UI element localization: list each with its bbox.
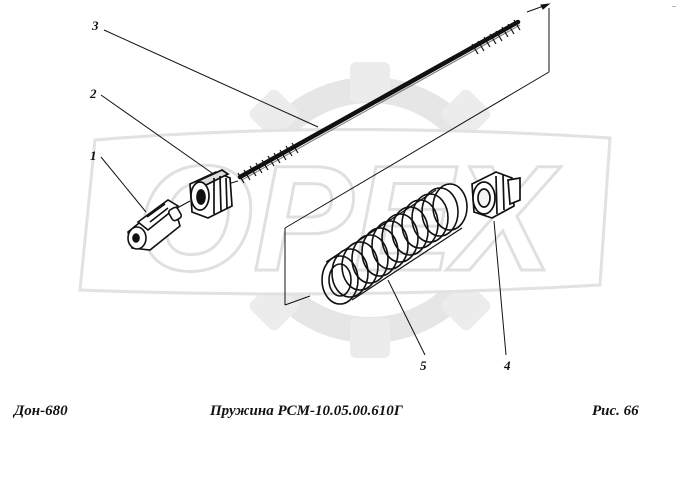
callout-3: 3: [91, 18, 99, 33]
rod-thread-upper: [471, 19, 521, 55]
watermark-text: OPEX: [137, 134, 562, 302]
assembly-axis-lines: [169, 3, 551, 306]
caption-figure-number: Рис. 66: [592, 403, 639, 419]
caption-model: Дон-680: [14, 403, 68, 419]
watermark-lettering-band: [78, 127, 612, 296]
callout-leaders: [100, 29, 507, 356]
caption-title: Пружина РСМ-10.05.00.610Г: [210, 403, 403, 419]
sleeve-nut: [189, 169, 233, 219]
callout-2: 2: [89, 86, 97, 101]
end-nut: [471, 171, 521, 219]
clevis-fork: [127, 199, 183, 251]
callout-5: 5: [420, 358, 427, 373]
rod-thread-lower: [237, 142, 299, 184]
coil-spring: [321, 183, 468, 305]
corner-mark: ~: [672, 4, 677, 11]
callout-4: 4: [503, 358, 511, 373]
callout-1: 1: [90, 148, 97, 163]
threaded-rod: [237, 19, 521, 184]
